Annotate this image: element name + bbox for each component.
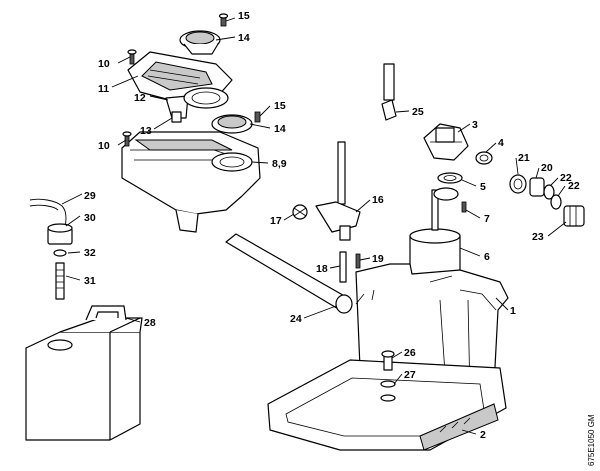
callout-15-upper: 15	[238, 10, 250, 22]
callout-23: 23	[532, 231, 544, 243]
callout-27: 27	[404, 369, 416, 381]
screw-part-10-lower	[122, 131, 132, 147]
screw-part-26	[381, 350, 395, 371]
callout-22-b: 22	[568, 180, 580, 192]
seal-part-5	[437, 172, 463, 184]
nut-part-30	[47, 223, 73, 245]
callout-3: 3	[472, 119, 478, 131]
rod-part-16-stem	[337, 141, 346, 205]
callout-26: 26	[404, 347, 416, 359]
housing-part-8-9	[121, 131, 261, 233]
callout-17: 17	[270, 215, 282, 227]
filler-cap-part-14-upper	[179, 30, 221, 55]
callout-5: 5	[480, 181, 486, 193]
washer-part-7	[461, 201, 467, 213]
tap-valve-part-3	[423, 123, 469, 161]
callout-25: 25	[412, 106, 424, 118]
ring-part-21	[509, 174, 527, 194]
callout-7: 7	[484, 213, 490, 225]
callout-31: 31	[84, 275, 96, 287]
float-part-6	[409, 187, 461, 283]
pin-part-13	[171, 111, 182, 123]
callout-20: 20	[541, 162, 553, 174]
base-tray-part-2	[267, 359, 507, 451]
callout-16: 16	[372, 194, 384, 206]
callout-2: 2	[480, 429, 486, 441]
nipple-part-31	[55, 262, 65, 300]
callout-1: 1	[510, 305, 516, 317]
washer-part-32	[53, 249, 67, 257]
callout-24: 24	[290, 313, 302, 325]
callout-19: 19	[372, 253, 384, 265]
filler-cap-part-14-lower	[211, 114, 253, 134]
tube-part-24	[225, 233, 353, 314]
cover-hinge-part-12	[165, 87, 229, 119]
callout-14-upper: 14	[238, 32, 250, 44]
drawing-code: 675E1050 GM	[587, 414, 596, 466]
screw-part-15-upper	[218, 13, 229, 27]
canister-part-28	[25, 305, 143, 441]
washer-part-27	[380, 380, 396, 402]
washer-part-22-b	[550, 194, 562, 210]
washer-part-22-a	[543, 184, 555, 200]
callout-18: 18	[316, 263, 328, 275]
callout-15-lower: 15	[274, 100, 286, 112]
connector-part-23	[563, 205, 585, 227]
callout-10-upper: 10	[98, 58, 110, 70]
callout-labels: 15 14 10 11 12 13 15 14 10 8,9 29 30 32 …	[84, 10, 580, 441]
screw-part-10-upper	[127, 49, 137, 65]
pin-part-18	[339, 251, 347, 283]
knob-part-4	[475, 151, 493, 165]
callout-11: 11	[98, 83, 109, 95]
callout-13: 13	[140, 125, 152, 137]
callout-22-a: 22	[560, 172, 572, 184]
callout-8-9: 8,9	[272, 158, 287, 170]
leader-lines	[61, 17, 567, 435]
screw-part-15-lower	[254, 111, 261, 123]
rod-part-25	[381, 63, 397, 121]
sleeve-part-20	[529, 177, 545, 197]
nozzle-part-17	[292, 204, 308, 220]
callout-21: 21	[518, 152, 530, 164]
callout-29: 29	[84, 190, 96, 202]
callout-28: 28	[144, 317, 156, 329]
callout-30: 30	[84, 212, 96, 224]
spray-valve-part-16	[315, 201, 361, 241]
callout-32: 32	[84, 247, 96, 259]
callout-14-lower: 14	[274, 123, 286, 135]
screw-part-19	[355, 253, 361, 269]
callout-12: 12	[134, 92, 146, 104]
callout-10-lower: 10	[98, 140, 110, 152]
callout-6: 6	[484, 251, 490, 263]
callout-4: 4	[498, 137, 504, 149]
